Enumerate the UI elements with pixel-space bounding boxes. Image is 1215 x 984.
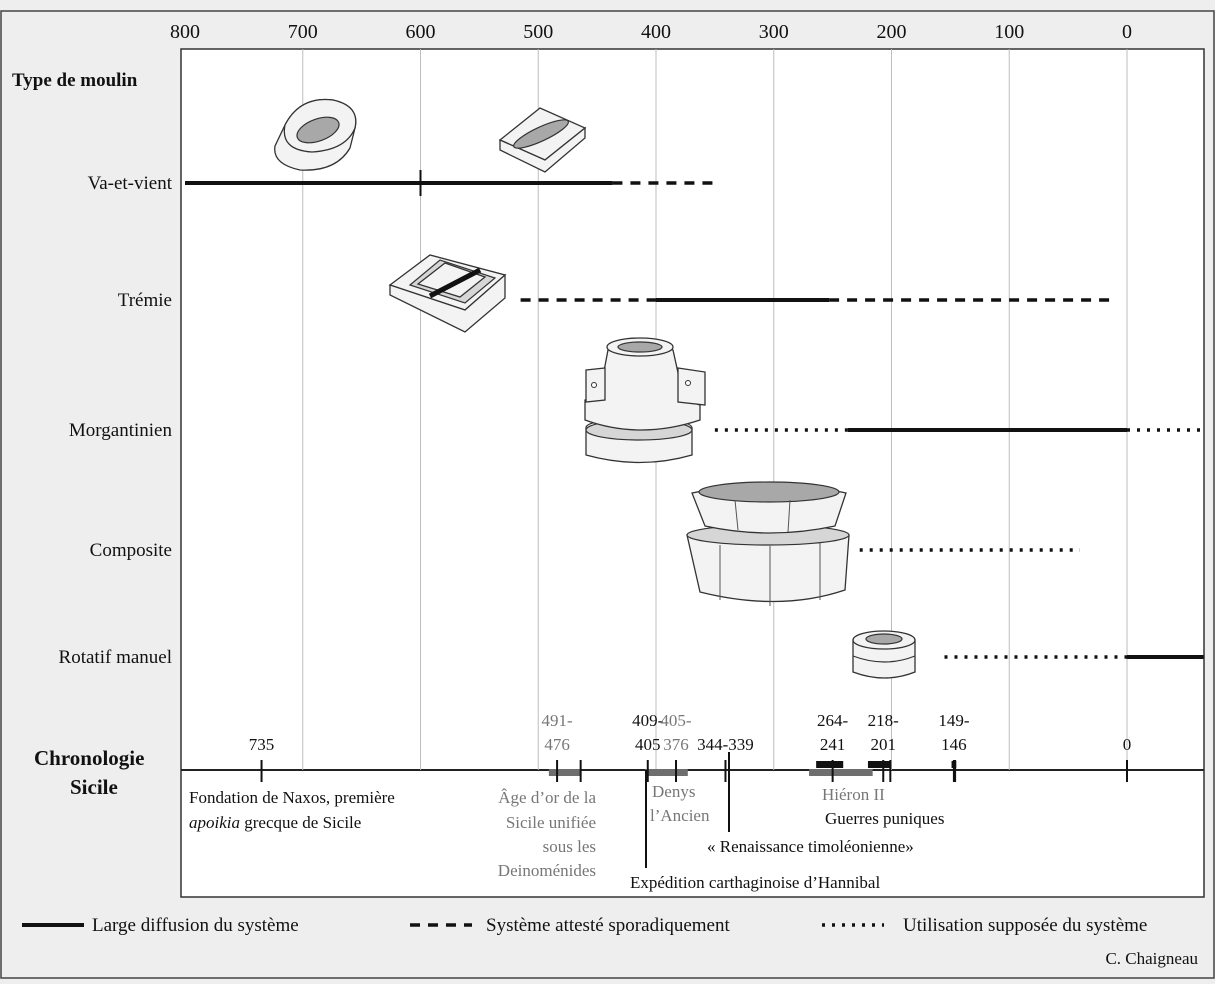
mill-row-label: Composite <box>90 540 172 561</box>
axis-tick-800: 800 <box>170 21 200 43</box>
mill-illustration-tremie <box>388 254 507 333</box>
chronology-date-ticks <box>260 760 1128 782</box>
period-bar-1 <box>645 769 688 776</box>
event-denys-line2: l’Ancien <box>650 806 710 825</box>
mill-row-composite: Composite <box>90 540 1080 561</box>
mill-row-morgantinien: Morgantinien <box>69 420 1204 441</box>
axis-tick-300: 300 <box>759 21 789 43</box>
chron-date-line2: 405 <box>635 735 661 754</box>
chron-date-line1: 264- <box>817 711 849 730</box>
chron-date-line2: 146 <box>941 735 967 754</box>
mill-row-rotatif-manuel: Rotatif manuel <box>59 647 1204 668</box>
event-hieron: Hiéron II <box>822 785 885 804</box>
event-golden-age-line4: Deinoménides <box>498 861 596 880</box>
row-header-type-de-moulin: Type de moulin <box>12 70 138 91</box>
mill-row-label: Rotatif manuel <box>59 647 172 668</box>
period-bar-4 <box>867 761 891 768</box>
legend-item-dashed: Système attesté sporadiquement <box>410 915 730 936</box>
mill-illustration-morgantinien <box>584 337 706 464</box>
chron-date-line2: 201 <box>871 735 897 754</box>
event-timoleon: « Renaissance timoléonienne» <box>707 837 914 856</box>
axis-tick-400: 400 <box>641 21 671 43</box>
period-bar-2 <box>816 761 844 768</box>
chron-date-line1: 149- <box>938 711 970 730</box>
mill-illustration-va-et-vient-rect <box>498 107 587 173</box>
mill-row-label: Morgantinien <box>69 420 173 441</box>
axis-tick-600: 600 <box>406 21 436 43</box>
chron-date-line2: 476 <box>544 735 570 754</box>
event-golden-age-line2: Sicile unifiée <box>506 813 596 832</box>
axis-tick-100: 100 <box>994 21 1024 43</box>
event-hannibal: Expédition carthaginoise d’Hannibal <box>630 873 880 892</box>
period-bar-0 <box>548 769 581 776</box>
chron-date-line1: 218- <box>868 711 900 730</box>
timeline-panel <box>180 48 1205 898</box>
legend-label: Large diffusion du système <box>92 915 299 936</box>
chron-date-line2: 735 <box>249 735 275 754</box>
mill-row-label: Trémie <box>118 290 172 311</box>
axis-tick-0: 0 <box>1122 21 1132 43</box>
event-golden-age-line3: sous les <box>543 837 596 856</box>
legend-item-dotted: Utilisation supposée du système <box>822 915 1147 936</box>
year-tick-labels: 800 700 600 500 400 300 200 100 0 <box>170 21 1132 43</box>
axis-tick-200: 200 <box>877 21 907 43</box>
event-naxos-line1: Fondation de Naxos, première <box>189 788 395 807</box>
event-golden-age-line1: Âge d’or de la <box>498 788 596 807</box>
mill-illustration-rotatif-manuel <box>852 630 916 679</box>
axis-tick-700: 700 <box>288 21 318 43</box>
credit: C. Chaigneau <box>1105 949 1198 968</box>
event-naxos-rest: grecque de Sicile <box>240 813 361 832</box>
legend-item-solid: Large diffusion du système <box>22 915 299 936</box>
period-bar-3 <box>809 769 873 776</box>
chron-date-line2: 344-339 <box>697 735 754 754</box>
legend-label: Utilisation supposée du système <box>903 915 1147 936</box>
event-naxos-italic: apoikia <box>189 813 240 832</box>
event-naxos-line2: apoikia grecque de Sicile <box>189 813 361 832</box>
chronology-title: Chronologie <box>34 746 144 770</box>
chron-date-line2: 376 <box>663 735 689 754</box>
mill-type-rows: Va-et-vientTrémieMorgantinienCompositeRo… <box>59 170 1204 668</box>
axis-tick-500: 500 <box>523 21 553 43</box>
legend-label: Système attesté sporadiquement <box>486 915 730 936</box>
chron-date-line1: 491- <box>542 711 574 730</box>
chronology-date-labels: 735 491- 476 409- 405 405- 376 344-339 264- 241 21… <box>249 711 1131 754</box>
chron-date-line2: 0 <box>1123 735 1132 754</box>
mill-row-tremie: Trémie <box>118 290 1116 311</box>
chron-date-line2: 241 <box>820 735 846 754</box>
chron-date-line1: 409- <box>632 711 664 730</box>
mill-illustration-va-et-vient-oval <box>274 98 357 171</box>
mill-row-label: Va-et-vient <box>88 173 173 194</box>
mill-row-va-et-vient: Va-et-vient <box>88 170 715 196</box>
event-punic-wars: Guerres puniques <box>825 809 944 828</box>
chron-date-line1: 405- <box>660 711 692 730</box>
chronology-subtitle: Sicile <box>70 775 118 799</box>
mill-illustration-composite <box>686 481 850 606</box>
event-denys-line1: Denys <box>652 782 695 801</box>
legend: Large diffusion du système Système attest… <box>22 915 1147 936</box>
